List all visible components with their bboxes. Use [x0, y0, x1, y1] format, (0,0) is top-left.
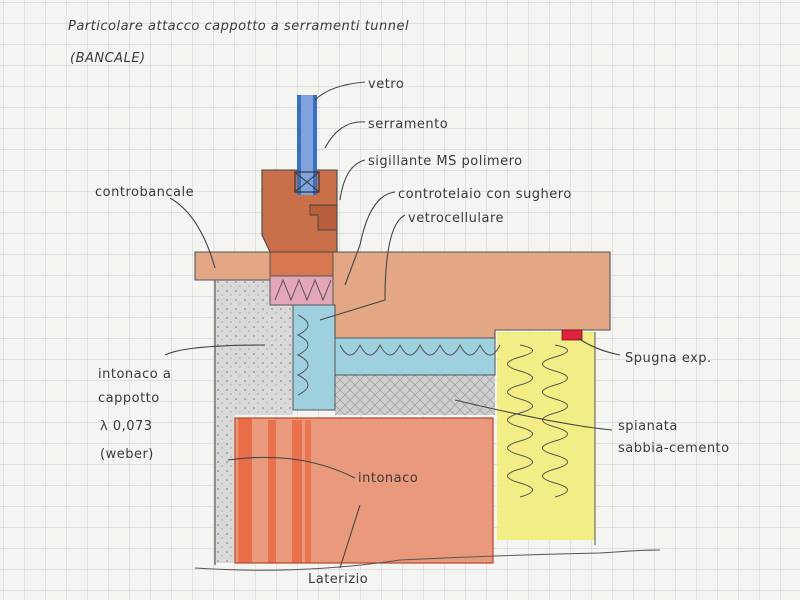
label-intonaco-cappotto-2: cappotto	[98, 391, 160, 406]
label-vetro: vetro	[368, 77, 404, 92]
render-cappotto-layer	[214, 280, 293, 565]
glass-pane	[294, 95, 320, 195]
title-line-1: Particolare attacco cappotto a serrament…	[68, 19, 409, 34]
label-serramento: serramento	[368, 117, 448, 132]
label-spianata-2: sabbia-cemento	[618, 441, 730, 456]
cellular-glass-layer	[292, 304, 501, 411]
label-spugna: Spugna exp.	[625, 351, 712, 366]
cork-pad	[269, 274, 334, 306]
label-controbancale: controbancale	[95, 185, 194, 200]
label-sigillante: sigillante MS polimero	[368, 154, 523, 169]
brick-wall	[234, 417, 494, 564]
window-frame	[261, 169, 338, 253]
label-laterizio: Laterizio	[308, 572, 368, 587]
label-controtelaio: controtelaio con sughero	[398, 187, 572, 202]
leader-lines	[164, 81, 621, 569]
sponge-seal	[561, 329, 583, 341]
title-line-2: (BANCALE)	[70, 51, 146, 66]
label-spianata-1: spianata	[618, 419, 678, 434]
label-intonaco-cappotto-3: λ 0,073	[100, 419, 153, 434]
ground-line	[194, 549, 661, 571]
yellow-insulation-layer	[497, 332, 596, 545]
label-intonaco: intonaco	[358, 471, 418, 486]
label-intonaco-cappotto-1: intonaco a	[98, 367, 171, 382]
label-vetrocellulare: vetrocellulare	[408, 211, 504, 226]
label-intonaco-cappotto-4: (weber)	[100, 447, 154, 462]
screed-hatch	[335, 375, 495, 415]
